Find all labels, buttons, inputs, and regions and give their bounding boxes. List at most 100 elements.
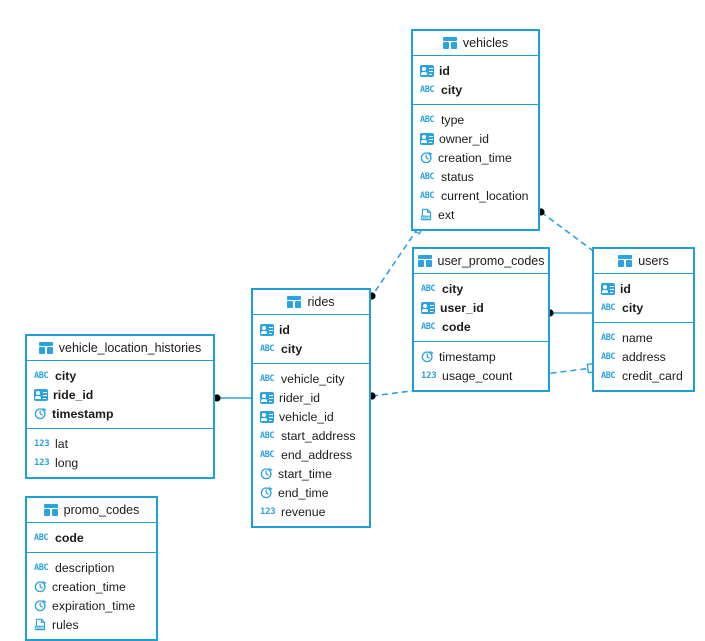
column-row[interactable]: end_time bbox=[253, 483, 369, 502]
table-icon bbox=[417, 255, 432, 267]
entity-name: user_promo_codes bbox=[437, 254, 545, 268]
column-row[interactable]: timestamp bbox=[27, 404, 213, 423]
column-name: creation_time bbox=[52, 579, 126, 594]
abc-icon: ABC bbox=[260, 449, 275, 460]
123-icon: 123 bbox=[421, 370, 437, 381]
column-row[interactable]: vehicle_id bbox=[253, 407, 369, 426]
column-name: timestamp bbox=[439, 349, 496, 364]
table-icon bbox=[43, 504, 58, 516]
entity-header-vehicle_location_histories[interactable]: vehicle_location_histories bbox=[27, 336, 213, 361]
abc-icon: ABC bbox=[601, 332, 616, 343]
column-row[interactable]: JSON ext bbox=[413, 205, 538, 224]
column-name: city bbox=[281, 341, 303, 356]
entity-header-rides[interactable]: rides bbox=[253, 290, 369, 315]
column-row[interactable]: expiration_time bbox=[27, 596, 156, 615]
clock-icon bbox=[260, 467, 273, 480]
column-row[interactable]: creation_time bbox=[413, 148, 538, 167]
clock-icon bbox=[34, 580, 47, 593]
svg-text:JSON: JSON bbox=[35, 626, 45, 630]
column-name: lat bbox=[55, 436, 68, 451]
abc-icon: ABC bbox=[421, 283, 436, 294]
column-row[interactable]: start_time bbox=[253, 464, 369, 483]
abc-icon: ABC bbox=[420, 114, 435, 125]
column-name: end_address bbox=[281, 447, 353, 462]
column-name: name bbox=[622, 330, 653, 345]
column-row[interactable]: ABC address bbox=[594, 347, 693, 366]
clock-icon bbox=[421, 350, 434, 363]
column-row[interactable]: ABC end_address bbox=[253, 445, 369, 464]
column-name: end_time bbox=[278, 485, 329, 500]
column-name: city bbox=[442, 281, 464, 296]
column-row[interactable]: timestamp bbox=[414, 347, 548, 366]
abc-icon: ABC bbox=[34, 370, 49, 381]
abc-icon: ABC bbox=[601, 351, 616, 362]
column-name: city bbox=[622, 300, 644, 315]
table-icon bbox=[442, 37, 457, 49]
column-name: revenue bbox=[281, 504, 326, 519]
column-row[interactable]: ABC vehicle_city bbox=[253, 369, 369, 388]
table-icon bbox=[38, 342, 53, 354]
entity-header-user_promo_codes[interactable]: user_promo_codes bbox=[414, 249, 548, 274]
relationship-upc-users[interactable] bbox=[546, 309, 592, 317]
abc-icon: ABC bbox=[260, 373, 275, 384]
column-row[interactable]: ABC city bbox=[414, 279, 548, 298]
abc-icon: ABC bbox=[34, 562, 49, 573]
column-row[interactable]: rider_id bbox=[253, 388, 369, 407]
entity-header-users[interactable]: users bbox=[594, 249, 693, 274]
column-name: vehicle_city bbox=[281, 371, 345, 386]
entity-header-promo_codes[interactable]: promo_codes bbox=[27, 498, 156, 523]
column-name: type bbox=[441, 112, 465, 127]
column-name: owner_id bbox=[439, 131, 489, 146]
column-name: start_time bbox=[278, 466, 332, 481]
svg-text:JSON: JSON bbox=[421, 216, 431, 220]
column-row[interactable]: 123 lat bbox=[27, 434, 213, 453]
column-name: ext bbox=[438, 207, 455, 222]
entity-header-vehicles[interactable]: vehicles bbox=[413, 31, 538, 56]
column-name: address bbox=[622, 349, 666, 364]
column-row[interactable]: ride_id bbox=[27, 385, 213, 404]
uuid-icon bbox=[420, 64, 434, 77]
column-row[interactable]: owner_id bbox=[413, 129, 538, 148]
table-icon bbox=[287, 296, 302, 308]
uuid-icon bbox=[421, 301, 435, 314]
column-row[interactable]: id bbox=[594, 279, 693, 298]
column-row[interactable]: user_id bbox=[414, 298, 548, 317]
column-name: timestamp bbox=[52, 406, 114, 421]
column-row[interactable]: ABC type bbox=[413, 110, 538, 129]
entity-name: vehicle_location_histories bbox=[58, 341, 202, 355]
column-name: id bbox=[279, 322, 290, 337]
column-row[interactable]: ABC name bbox=[594, 328, 693, 347]
123-icon: 123 bbox=[34, 438, 50, 449]
relationship-vlh-rides[interactable] bbox=[213, 394, 251, 402]
column-row[interactable]: id bbox=[413, 61, 538, 80]
column-row[interactable]: id bbox=[253, 320, 369, 339]
column-row[interactable]: creation_time bbox=[27, 577, 156, 596]
